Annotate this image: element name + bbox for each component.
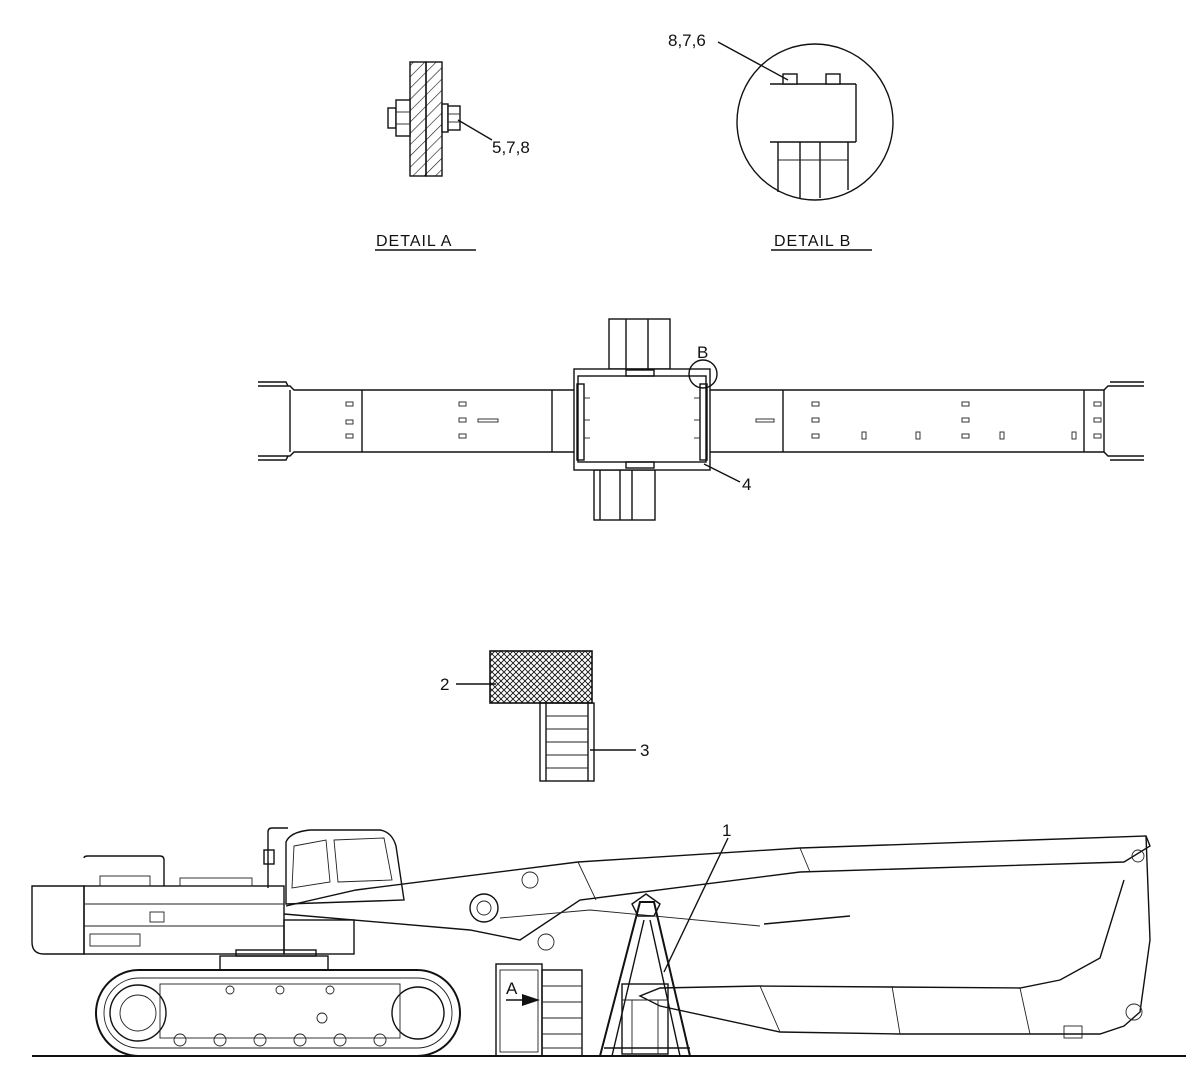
detail-a-marker: A	[506, 979, 518, 998]
stand-callout: 1	[722, 821, 731, 840]
detail-b-marker: B	[697, 343, 708, 362]
mat-view: 2 3	[440, 650, 649, 782]
detail-b-title: DETAIL B	[774, 233, 851, 250]
detail-a-callout: 5,7,8	[492, 138, 530, 157]
side-view: 1 A	[31, 821, 1186, 1057]
blocks-callout: 3	[640, 741, 649, 760]
detail-b-callout: 8,7,6	[668, 31, 706, 50]
mat-callout: 2	[440, 675, 449, 694]
detail-b: 8,7,6 DETAIL B	[668, 31, 894, 251]
detail-a: 5,7,8 DETAIL A	[375, 61, 530, 251]
frame-callout: 4	[742, 475, 751, 494]
detail-a-title: DETAIL A	[376, 233, 452, 250]
top-view: B 4	[258, 318, 1144, 521]
